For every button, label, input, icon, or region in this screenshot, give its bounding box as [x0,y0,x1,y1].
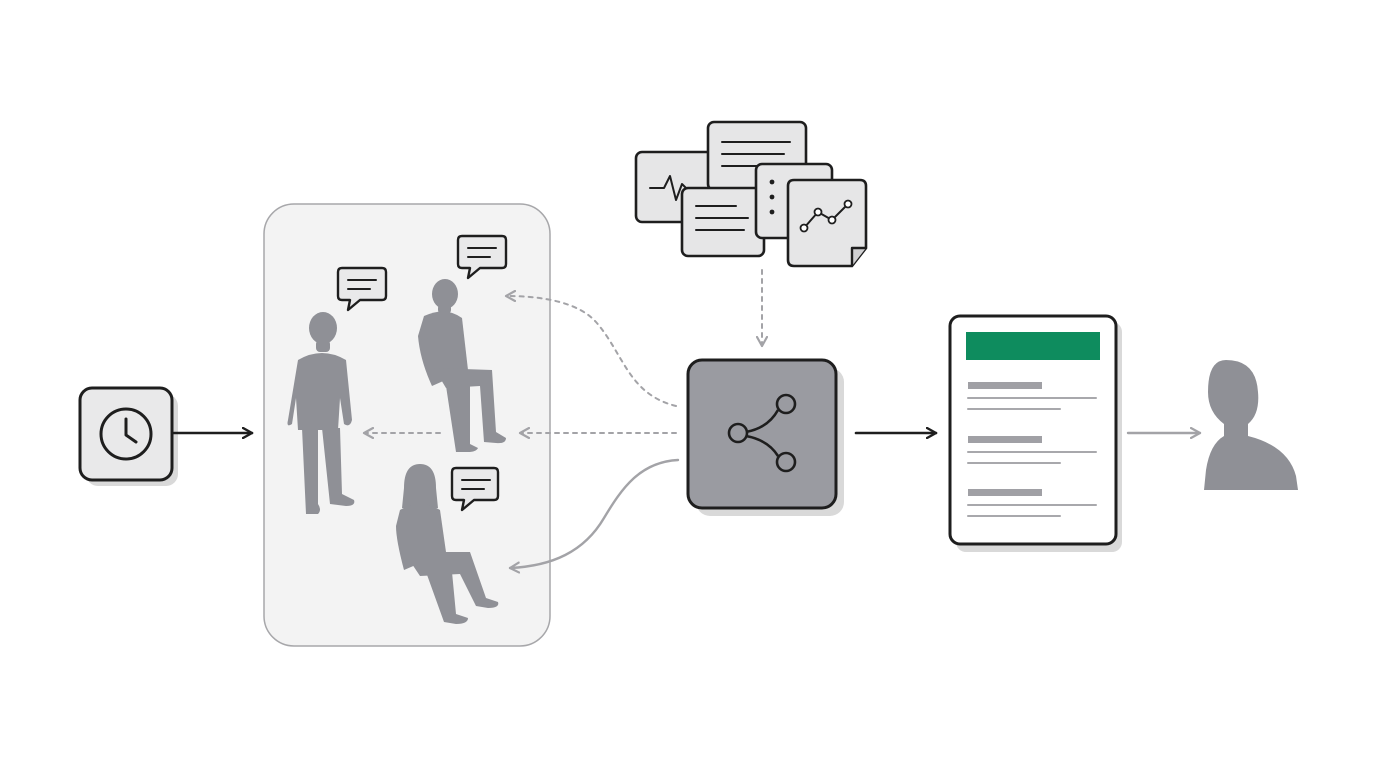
share-network-icon [727,393,797,473]
person-bust-icon [1204,360,1298,490]
arrow-hub-to-top-person [506,296,677,407]
arrow-hub-to-bottom-person [508,458,680,568]
source-documents [634,120,868,268]
clock-node [78,386,178,486]
hub-node [686,358,844,516]
clock-icon [99,407,153,461]
speech-bubble-left [336,266,388,312]
seated-person-figure-top [418,279,506,452]
report-section-3 [967,489,1097,517]
seated-person-figure-bottom [396,464,499,624]
speech-bubble-top [456,234,508,280]
report-header-bar [966,332,1100,360]
doc-chart [786,178,868,268]
report-section-1 [967,382,1097,410]
report-section-2 [967,436,1097,464]
participants-panel [263,203,551,647]
doc-text-bottom [680,186,766,258]
standing-person-figure [287,312,355,514]
line-chart-icon [799,199,853,233]
report-document [948,314,1122,552]
speech-bubble-bottom [450,466,500,512]
vertical-dots-icon [769,179,775,215]
